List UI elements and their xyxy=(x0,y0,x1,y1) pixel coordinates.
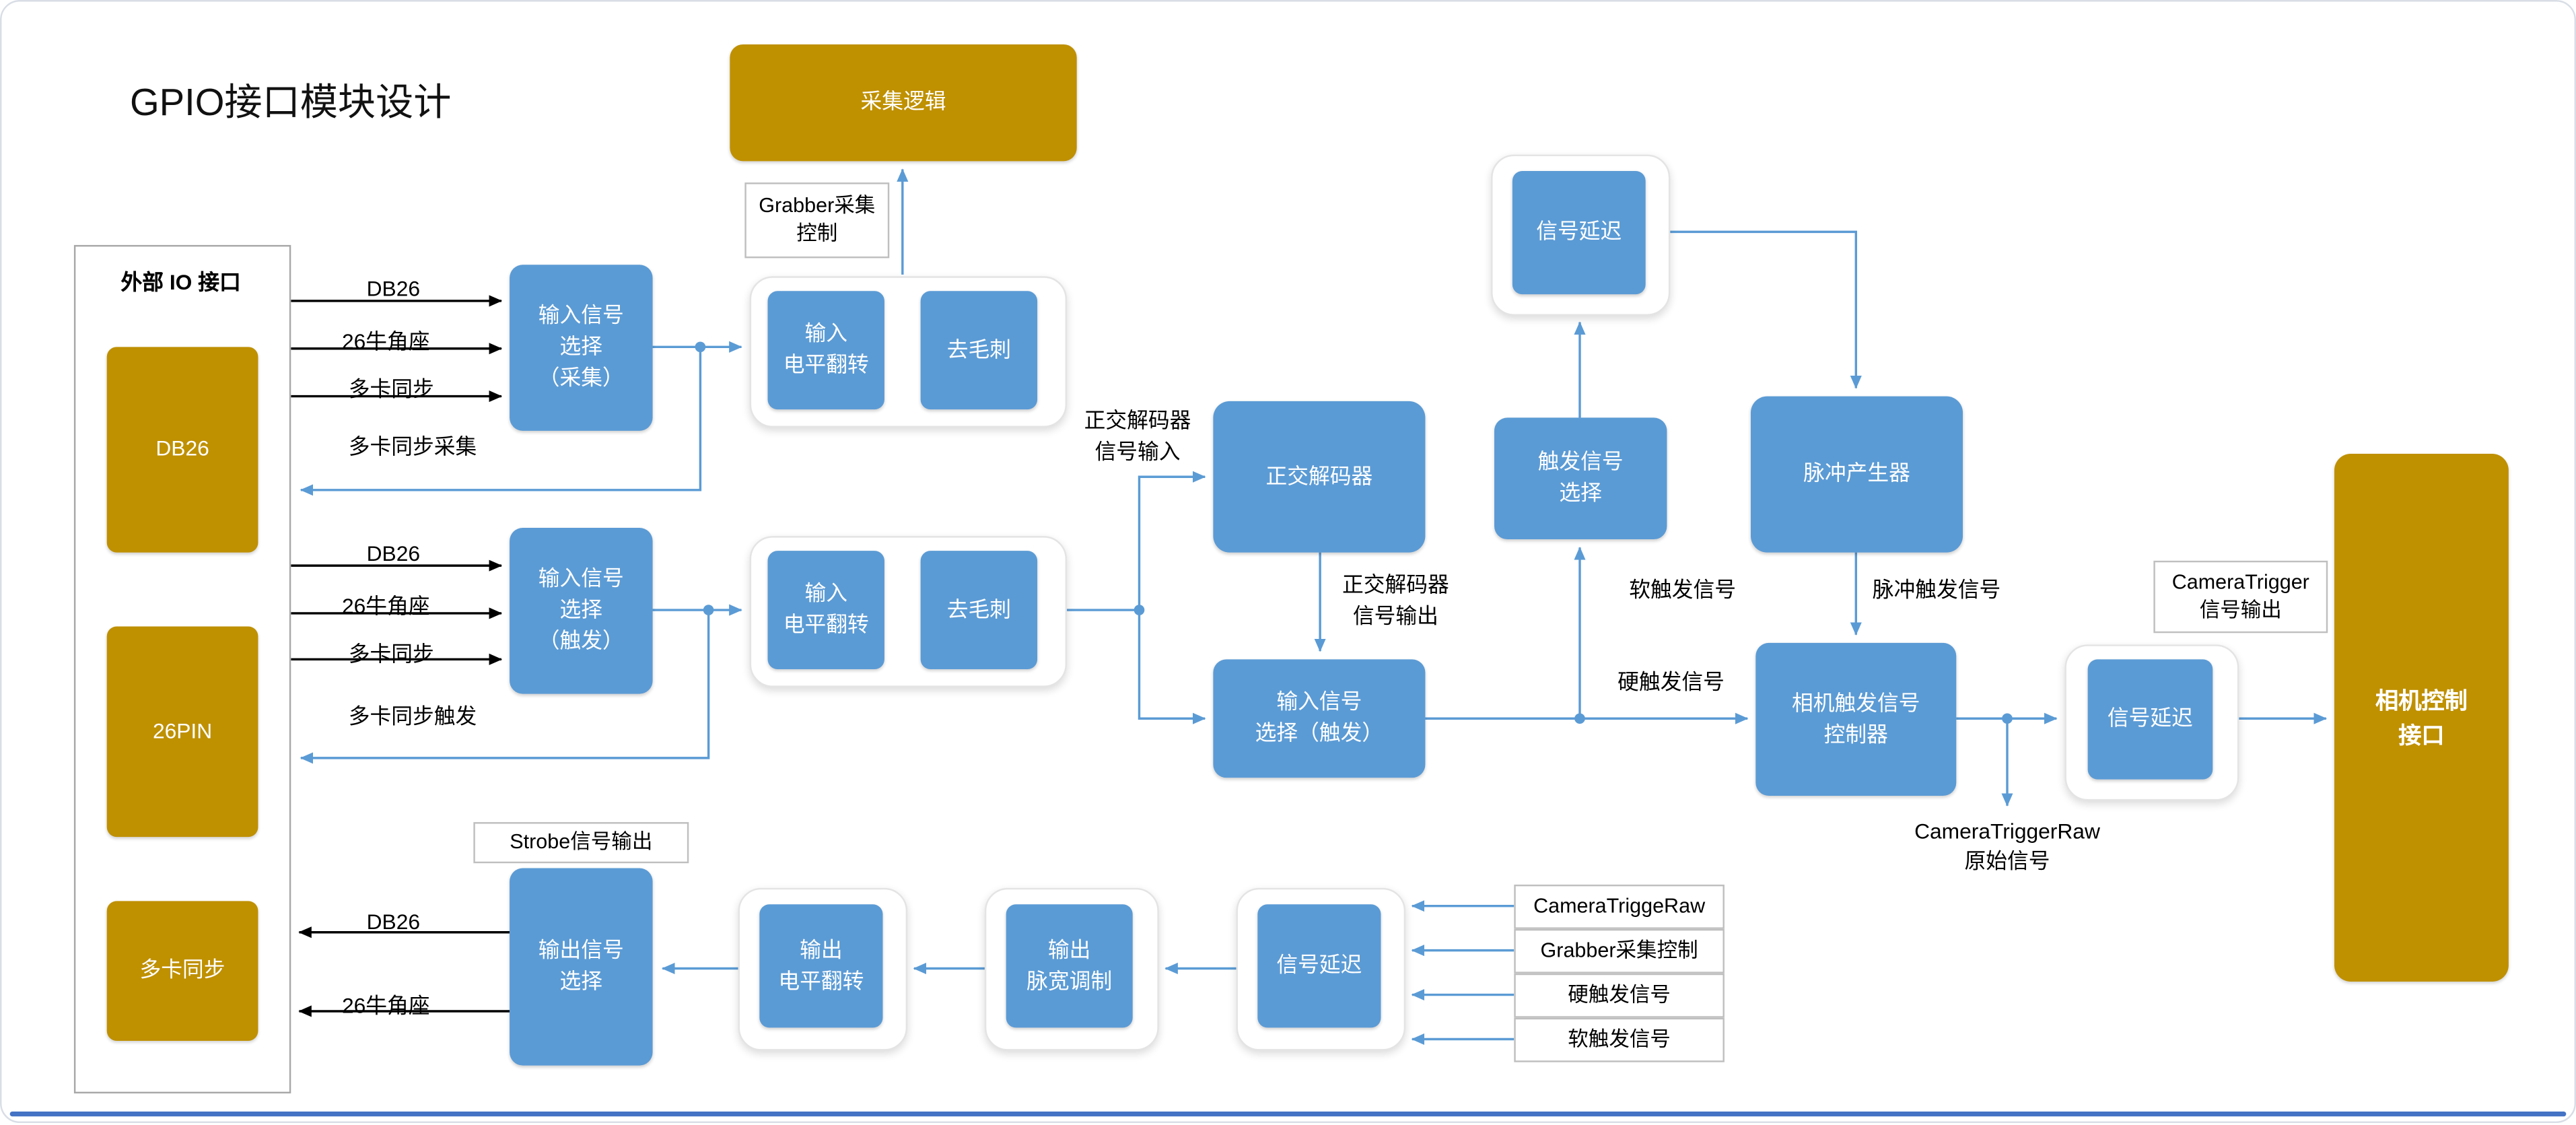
port-multicard-sync: 多卡同步 xyxy=(106,901,258,1041)
label-multicard-sync-acq: 多卡同步采集 xyxy=(348,434,477,459)
node-input-level-flip-acq: 输入 电平翻转 xyxy=(767,291,884,410)
node-camera-control-interface: 相机控制 接口 xyxy=(2334,454,2509,982)
label-source-camera-trigger-raw: CameraTriggeRaw xyxy=(1514,884,1725,929)
label-trig-db26: DB26 xyxy=(366,541,421,566)
page-title: GPIO接口模块设计 xyxy=(129,80,452,124)
node-trigger-signal-select: 触发信号 选择 xyxy=(1494,417,1667,540)
port-26pin: 26PIN xyxy=(106,626,258,838)
port-db26: DB26 xyxy=(106,347,258,553)
label-acq-26pin-socket: 26牛角座 xyxy=(341,329,430,354)
node-acquisition-logic: 采集逻辑 xyxy=(730,44,1077,162)
node-input-signal-select-acq: 输入信号 选择 （采集） xyxy=(510,265,653,431)
external-io-label: 外部 IO 接口 xyxy=(120,269,241,295)
label-trig-26pin-socket: 26牛角座 xyxy=(341,593,430,619)
node-output-pwm: 输出 脉宽调制 xyxy=(1006,904,1133,1028)
node-pulse-generator: 脉冲产生器 xyxy=(1750,396,1963,553)
label-camera-trigger-output: CameraTrigger 信号输出 xyxy=(2153,560,2328,634)
node-deglitch-trig: 去毛刺 xyxy=(920,551,1038,669)
node-deglitch-acq: 去毛刺 xyxy=(920,291,1038,410)
label-out-26pin-socket: 26牛角座 xyxy=(341,993,430,1018)
node-input-signal-select-trig2: 输入信号 选择（触发） xyxy=(1213,659,1426,778)
node-signal-delay-bottom: 信号延迟 xyxy=(1257,904,1381,1028)
label-quad-decoder-input: 正交解码器 信号输入 xyxy=(1084,407,1191,464)
node-camera-trigger-controller: 相机触发信号 控制器 xyxy=(1755,642,1957,796)
label-acq-multicard-sync: 多卡同步 xyxy=(348,376,434,401)
node-input-signal-select-trig: 输入信号 选择 （触发） xyxy=(510,527,653,694)
node-input-level-flip-trig: 输入 电平翻转 xyxy=(767,551,884,669)
label-trig-multicard-sync: 多卡同步 xyxy=(348,641,434,667)
label-source-grabber-control: Grabber采集控制 xyxy=(1514,928,1725,974)
label-hard-trigger-signal: 硬触发信号 xyxy=(1617,669,1725,694)
bottom-accent-rule xyxy=(9,1111,2567,1116)
label-acq-db26: DB26 xyxy=(366,276,421,301)
label-multicard-sync-trig: 多卡同步触发 xyxy=(348,704,477,728)
label-soft-trigger-signal: 软触发信号 xyxy=(1629,577,1737,602)
node-quadrature-decoder: 正交解码器 xyxy=(1213,401,1426,553)
label-out-db26: DB26 xyxy=(366,909,421,934)
node-signal-delay-right: 信号延迟 xyxy=(2087,659,2213,780)
label-strobe-output: Strobe信号输出 xyxy=(473,822,689,864)
label-source-hard-trigger: 硬触发信号 xyxy=(1514,973,1725,1018)
label-quad-decoder-output: 正交解码器 信号输出 xyxy=(1342,572,1449,628)
node-signal-delay-top: 信号延迟 xyxy=(1512,170,1646,295)
node-output-signal-select: 输出信号 选择 xyxy=(510,868,653,1066)
label-pulse-trigger-signal: 脉冲触发信号 xyxy=(1872,577,2001,602)
label-grabber-acquisition-control: Grabber采集 控制 xyxy=(744,182,890,259)
node-output-level-flip: 输出 电平翻转 xyxy=(759,904,883,1028)
label-source-soft-trigger: 软触发信号 xyxy=(1514,1017,1725,1062)
label-camera-trigger-raw: CameraTriggerRaw 原始信号 xyxy=(1914,819,2100,873)
